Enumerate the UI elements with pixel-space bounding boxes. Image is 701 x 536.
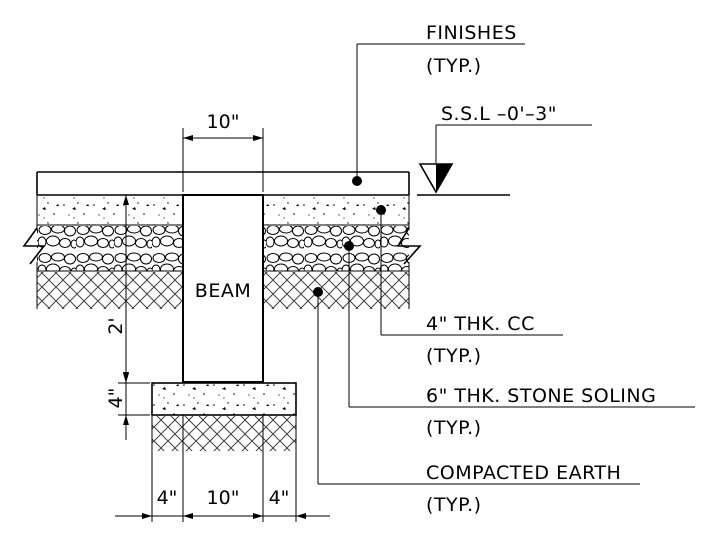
ssl-marker: S.S.L –0'–3" [417,103,592,196]
soling-label: 6" THK. STONE SOLING [426,385,656,407]
dim-beam-width: 10" [182,111,264,192]
beam [182,194,264,383]
footing [151,382,297,455]
leader-earth: COMPACTED EARTH (TYP.) [313,287,640,516]
soling-typ-label: (TYP.) [426,417,482,439]
finishes-label: FINISHES [426,22,517,44]
svg-text:2': 2' [105,317,127,334]
dim-footing-thickness: 4" [105,370,150,440]
svg-text:4": 4" [157,487,178,509]
slab-left [37,195,183,309]
break-line-right [396,227,422,265]
svg-text:4": 4" [269,487,290,509]
svg-text:4": 4" [105,388,127,409]
finishes-typ-label: (TYP.) [426,55,482,77]
svg-text:10": 10" [207,111,240,133]
svg-text:10": 10" [207,487,240,509]
earth-label: COMPACTED EARTH [426,462,621,484]
dim-footing-width: 4" 10" 4" [115,415,330,522]
dim-beam-depth: 2' [105,194,180,382]
break-line-left [22,227,46,265]
beam-label: BEAM [195,280,251,302]
cc-label: 4" THK. CC [426,313,535,335]
leader-finishes: FINISHES (TYP.) [352,22,525,186]
earth-typ-label: (TYP.) [426,494,482,516]
slab-outlines [36,171,410,309]
cc-typ-label: (TYP.) [426,345,482,367]
slab-right [263,195,409,309]
ssl-label: S.S.L –0'–3" [441,103,557,125]
leader-cc: 4" THK. CC (TYP.) [376,205,563,367]
leader-soling: 6" THK. STONE SOLING (TYP.) [344,241,695,439]
